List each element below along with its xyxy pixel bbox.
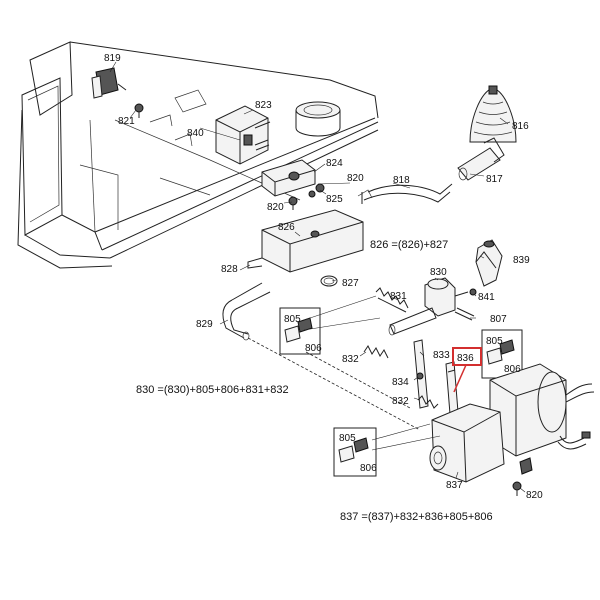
part-828-hose [231, 282, 271, 309]
label-820-c: 820 [526, 490, 543, 501]
part-817-elbow [457, 137, 505, 181]
label-827: 827 [342, 278, 359, 289]
label-818: 818 [393, 175, 410, 186]
motor-wires [557, 383, 595, 450]
part-831-spring [375, 287, 409, 313]
label-826: 826 [278, 222, 295, 233]
label-819: 819 [104, 53, 121, 64]
label-805-c: 805 [339, 433, 356, 444]
label-831: 831 [390, 291, 407, 302]
label-806-a: 806 [305, 343, 322, 354]
part-829-hose [222, 299, 250, 341]
label-841: 841 [478, 292, 495, 303]
label-836: 836 [457, 353, 474, 364]
label-832-b: 832 [392, 396, 409, 407]
label-833: 833 [433, 350, 450, 361]
label-806-c: 806 [360, 463, 377, 474]
part-832-spring-a [363, 345, 389, 359]
part-832-spring-b [417, 395, 439, 409]
equation-837: 837 =(837)+832+836+805+806 [340, 511, 493, 523]
part-818-hose [357, 183, 453, 204]
part-830-valve [388, 277, 469, 336]
part-824-valve [261, 159, 316, 197]
part-826-tank [247, 209, 364, 273]
equation-826: 826 =(826)+827 [370, 239, 448, 251]
part-823-bracket [215, 105, 271, 165]
machine-housing [17, 41, 379, 269]
leader-lines [109, 61, 526, 493]
label-807: 807 [490, 314, 507, 325]
part-827-oring [320, 275, 338, 287]
part-820-screws-a [288, 196, 298, 210]
dashed-connections [247, 337, 421, 431]
label-830: 830 [430, 267, 447, 278]
part-840-screws [254, 139, 270, 151]
label-832-a: 832 [342, 354, 359, 365]
label-805-b: 805 [486, 336, 503, 347]
part-820-screw-c [512, 481, 522, 496]
highlight-box-836 [452, 347, 482, 366]
part-825-screws [308, 183, 325, 198]
label-806-b: 806 [504, 364, 521, 375]
part-839-elbow [475, 239, 503, 287]
label-823: 823 [255, 100, 272, 111]
part-821-screw [134, 103, 144, 118]
label-820-b: 820 [347, 173, 364, 184]
label-805-a: 805 [284, 314, 301, 325]
part-819-switch [91, 67, 127, 99]
label-824: 824 [326, 158, 343, 169]
label-820-a: 820 [267, 202, 284, 213]
part-816-bellows [469, 85, 517, 143]
part-807-pin [454, 307, 475, 321]
clip-box-c [333, 427, 377, 477]
label-821: 821 [118, 116, 135, 127]
label-829: 829 [196, 319, 213, 330]
part-837-pump [429, 363, 567, 483]
label-825: 825 [326, 194, 343, 205]
label-817: 817 [486, 174, 503, 185]
part-labels: 819 821 823 840 816 824 825 820 820 818 … [104, 53, 543, 523]
label-834: 834 [392, 377, 409, 388]
highlight-pointer [453, 364, 467, 393]
label-828: 828 [221, 264, 238, 275]
label-816: 816 [512, 121, 529, 132]
part-834 [416, 372, 424, 380]
label-837: 837 [446, 480, 463, 491]
label-839: 839 [513, 255, 530, 266]
part-841-screw [469, 288, 477, 296]
label-840: 840 [187, 128, 204, 139]
clip-box-a [279, 307, 321, 355]
equation-830: 830 =(830)+805+806+831+832 [136, 384, 289, 396]
